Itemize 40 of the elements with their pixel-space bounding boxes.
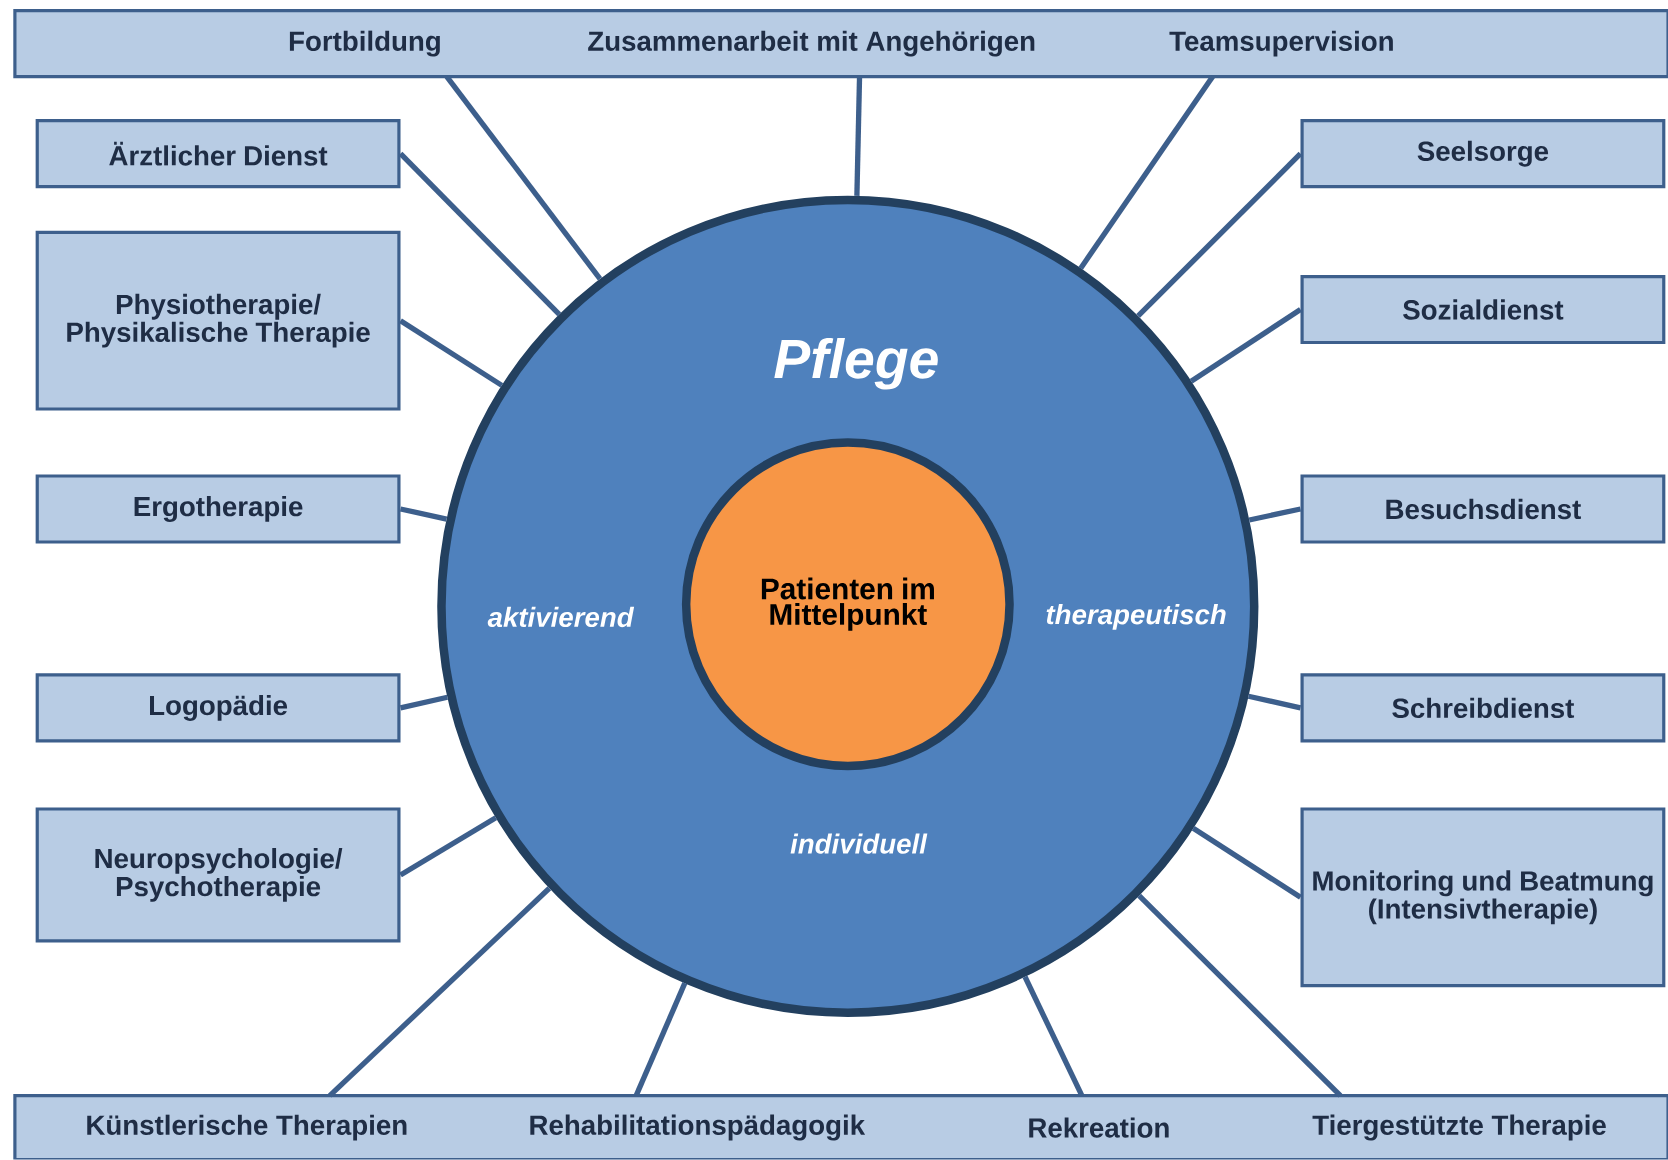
connector-line (1247, 693, 1302, 711)
connector-line (398, 152, 562, 317)
connector-line (1248, 506, 1302, 523)
band-label: Rekreation (1029, 1117, 1169, 1138)
label-box: Ergotherapie (35, 474, 401, 544)
band-label: Zusammenarbeit mit Angehörigen (588, 30, 1035, 57)
band-label: Teamsupervision (1169, 30, 1393, 57)
circle-label: Pflege (774, 338, 938, 390)
connector-line (1136, 152, 1303, 319)
connector-line (399, 815, 498, 878)
label-box: Seelsorge (1300, 119, 1666, 189)
band-label: Künstlerische Therapien (87, 1114, 407, 1141)
label-box: Schreibdienst (1300, 673, 1666, 743)
connector-line (854, 76, 863, 197)
circle-label: individuell (790, 833, 928, 854)
band-label: Rehabilitationspädagogik (530, 1114, 866, 1141)
circle-label: aktivierend (487, 607, 635, 628)
connector-line (1189, 307, 1302, 384)
band-label: Tiergestützte Therapie (1312, 1114, 1606, 1141)
label-box: Neuropsychologie/ Psychotherapie (35, 807, 401, 943)
label-box: Logopädie (35, 673, 401, 743)
connector-line (633, 982, 688, 1097)
circle-label: therapeutisch (1046, 604, 1226, 631)
label-box: Monitoring und Beatmung (Intensivtherapie) (1300, 807, 1666, 988)
label-box: Sozialdienst (1300, 275, 1666, 345)
connector-line (399, 506, 448, 522)
connector-line (399, 318, 504, 388)
connector-line (1137, 894, 1343, 1098)
connector-line (399, 694, 449, 711)
connector-line (1191, 826, 1302, 900)
connector-line (1022, 975, 1085, 1098)
label-box: Ärztlicher Dienst (35, 119, 401, 189)
label-box: Besuchsdienst (1300, 474, 1666, 544)
band-box (13, 9, 1668, 79)
band-box (13, 1094, 1668, 1160)
connector-line (1078, 75, 1215, 270)
connector-line (444, 75, 603, 281)
label-box: Physiotherapie/ Physikalische Therapie (35, 231, 401, 411)
connector-line (327, 886, 552, 1098)
band-label: Fortbildung (289, 30, 440, 57)
